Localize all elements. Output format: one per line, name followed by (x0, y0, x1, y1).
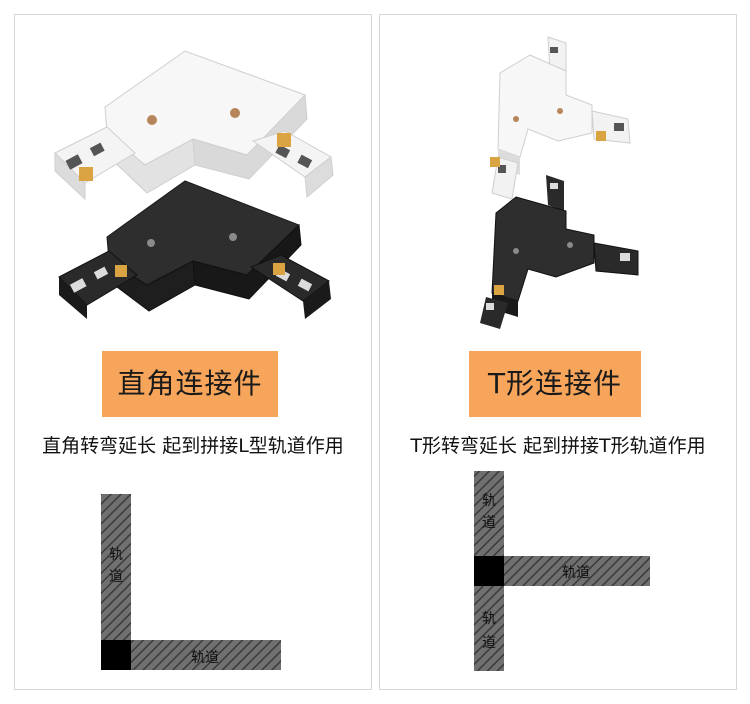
black-l-connector (58, 180, 331, 319)
vertical-track-label-1: 轨 (109, 547, 123, 563)
t-connector-product-image (480, 36, 639, 329)
horizontal-track-label: 轨道 (562, 565, 590, 581)
top-track-label-2: 道 (482, 515, 496, 531)
t-track-diagram: 轨 道 轨 道 轨道 (474, 471, 650, 671)
horizontal-track-label: 轨道 (191, 650, 219, 666)
l-connector-product-image (54, 50, 334, 319)
l-joint-block (101, 640, 131, 670)
vertical-track-label-2: 道 (109, 569, 123, 585)
l-track-diagram: 轨 道 轨道 (101, 494, 281, 670)
white-t-connector (490, 36, 631, 200)
horizontal-track-segment (504, 556, 650, 586)
t-connector-description: T形转弯延长 起到拼接T形轨道作用 (410, 435, 706, 457)
bottom-track-label-2: 道 (482, 635, 496, 651)
black-t-connector (480, 175, 639, 329)
l-connector-badge: 直角连接件 (102, 351, 278, 417)
t-connector-panel: T形连接件 T形转弯延长 起到拼接T形轨道作用 轨 道 轨 道 轨道 (379, 14, 737, 690)
bottom-track-label-1: 轨 (482, 611, 496, 627)
t-connector-badge: T形连接件 (469, 351, 641, 417)
horizontal-track-segment (131, 640, 281, 670)
l-connector-panel: 直角连接件 直角转弯延长 起到拼接L型轨道作用 轨 道 轨道 (14, 14, 372, 690)
top-track-label-1: 轨 (482, 493, 496, 509)
white-l-connector (54, 50, 334, 201)
t-joint-block (474, 556, 504, 586)
l-connector-description: 直角转弯延长 起到拼接L型轨道作用 (42, 435, 344, 457)
